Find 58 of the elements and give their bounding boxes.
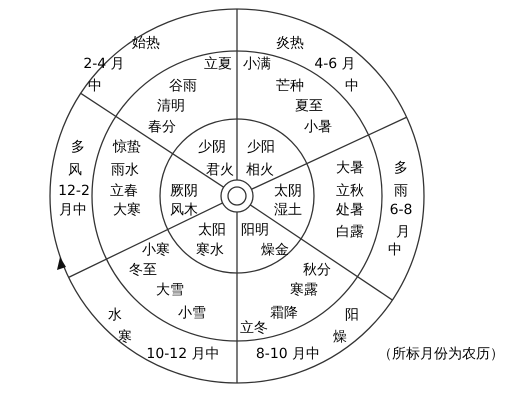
wheel-label: 太阳 (198, 223, 226, 237)
wheel-label: 12-2 (58, 184, 90, 198)
wheel-label: 立秋 (336, 184, 364, 198)
wheel-label: 8-10 月中 (256, 347, 320, 361)
wheel-label: 谷雨 (169, 79, 197, 93)
wheel-label: 少阴 (198, 140, 226, 154)
wheel-label: 相火 (246, 163, 274, 177)
wheel-label: 燥 (333, 330, 347, 344)
wheel-label: 中 (88, 79, 102, 93)
wheel-label: 始热 (132, 36, 160, 50)
wheel-label: 小寒 (142, 243, 170, 257)
wheel-label: 立冬 (240, 321, 268, 335)
wheel-label: 中 (345, 79, 359, 93)
wheel-label: 阳明 (241, 223, 269, 237)
wheel-label: 立春 (110, 184, 138, 198)
wheel-label: 君火 (206, 163, 234, 177)
wheel-label: 月中 (59, 203, 87, 217)
wheel-label: 中 (388, 243, 402, 257)
wheel-label: 大暑 (336, 161, 364, 175)
wheel-label: 多 (394, 161, 408, 175)
wheel-label: 寒水 (196, 243, 224, 257)
wheel-label: 湿土 (274, 203, 302, 217)
wheel-label: 夏至 (295, 99, 323, 113)
wheel-label: 白露 (336, 225, 364, 239)
wheel-label: 雨 (394, 184, 408, 198)
wheel-label: 小暑 (304, 120, 332, 134)
wheel-label: 立夏 (204, 57, 232, 71)
wheel-label: 风 (68, 163, 82, 177)
wheel-label: 阳 (345, 308, 359, 322)
wheel-label: 雨水 (111, 163, 139, 177)
wheel-label: 10-12 月中 (146, 347, 220, 361)
wheel-label: 小雪 (178, 306, 206, 320)
wheel-label: 清明 (157, 99, 185, 113)
wheel-label: 厥阴 (170, 184, 198, 198)
wheel-label: 少阳 (247, 140, 275, 154)
wheel-label: 寒露 (290, 283, 318, 297)
wheel-label: 芒种 (276, 79, 304, 93)
wheel-label: 寒 (118, 330, 132, 344)
wheel-label: 小满 (243, 57, 271, 71)
wheel-label: 处暑 (336, 203, 364, 217)
wheel-label: 风木 (170, 203, 198, 217)
wheel-label: 大寒 (113, 203, 141, 217)
wheel-label: 多 (71, 140, 85, 154)
wheel-label: 4-6 月 (314, 57, 356, 71)
wheel-label: 燥金 (261, 243, 289, 257)
wheel-label: 春分 (148, 120, 176, 134)
wheel-label: 冬至 (129, 263, 157, 277)
wheel-label: 月 (396, 225, 410, 239)
wheel-label: 炎热 (276, 36, 304, 50)
wheel-label: 水 (108, 308, 122, 322)
wheel-label: 大雪 (156, 283, 184, 297)
wheel-label: 霜降 (270, 306, 298, 320)
note-caption: （所标月份为农历） (378, 347, 504, 361)
wheel-label: 惊蛰 (113, 140, 141, 154)
wheel-label: 秋分 (303, 263, 331, 277)
wheel-label: 太阴 (274, 184, 302, 198)
wheel-label: 6-8 (390, 203, 412, 217)
wheel-label: 2-4 月 (83, 57, 125, 71)
